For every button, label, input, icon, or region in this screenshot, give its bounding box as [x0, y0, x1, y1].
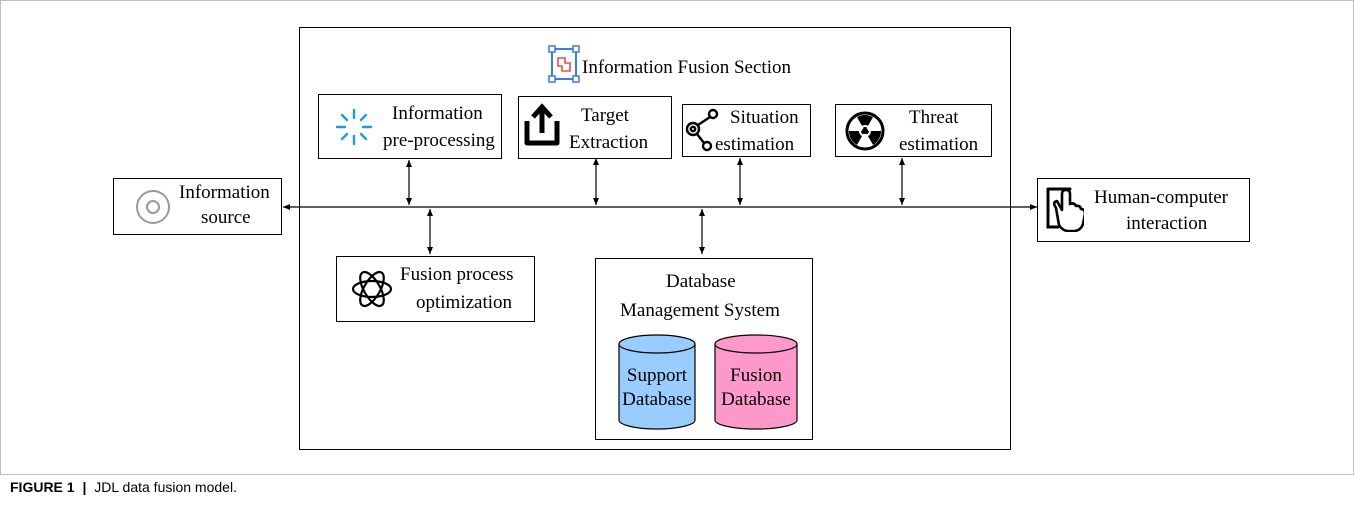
- loading-spinner-icon: [334, 107, 374, 147]
- threat-line2: estimation: [899, 134, 979, 155]
- network-nodes-icon: [685, 108, 721, 154]
- support-db-line2: Database: [622, 389, 692, 410]
- dbms-line1: Database: [666, 271, 736, 292]
- upload-icon: [523, 103, 561, 149]
- information-source-box: Information source: [113, 178, 282, 235]
- caption-text: JDL data fusion model.: [94, 479, 237, 495]
- hci-line1: Human-computer: [1094, 187, 1229, 208]
- fusion-section-box: [299, 27, 1011, 450]
- preprocessing-line1: Information: [392, 103, 483, 124]
- target-line2: Extraction: [569, 132, 649, 153]
- optimization-line2: optimization: [416, 292, 513, 313]
- support-db-line1: Support: [626, 365, 688, 386]
- dbms-line2: Management System: [620, 300, 780, 321]
- situation-estimation-box: Situation estimation: [682, 104, 811, 157]
- atom-icon: [350, 267, 394, 311]
- information-source-line2: source: [201, 207, 251, 228]
- preprocessing-box: Information pre-processing: [318, 94, 502, 159]
- dbms-box: Database Management System Support Datab…: [595, 258, 813, 440]
- threat-line1: Threat: [909, 107, 959, 128]
- fusion-db-line1: Fusion: [730, 365, 782, 386]
- radiation-icon: [844, 110, 886, 152]
- caption-separator: |: [82, 479, 87, 495]
- target-line1: Target: [581, 105, 629, 126]
- hci-line2: interaction: [1126, 213, 1208, 234]
- preprocessing-line2: pre-processing: [383, 130, 495, 151]
- threat-estimation-box: Threat estimation: [835, 104, 992, 157]
- fusion-database-cylinder: Fusion Database: [714, 334, 798, 430]
- figure-label: FIGURE 1: [10, 479, 75, 495]
- information-source-line1: Information: [179, 182, 270, 203]
- fusion-section-icon: [548, 44, 580, 84]
- optimization-line1: Fusion process: [400, 264, 514, 285]
- situation-line1: Situation: [730, 107, 799, 128]
- fusion-section-title: Information Fusion Section: [582, 57, 791, 78]
- figure-caption: FIGURE 1 | JDL data fusion model.: [10, 479, 237, 495]
- disc-icon: [134, 188, 172, 226]
- support-database-cylinder: Support Database: [618, 334, 696, 430]
- target-extraction-box: Target Extraction: [518, 96, 672, 159]
- situation-line2: estimation: [715, 134, 795, 155]
- touch-gesture-icon: [1042, 186, 1084, 232]
- fusion-optimization-box: Fusion process optimization: [336, 256, 535, 322]
- human-computer-interaction-box: Human-computer interaction: [1037, 178, 1250, 242]
- fusion-db-line2: Database: [721, 389, 791, 410]
